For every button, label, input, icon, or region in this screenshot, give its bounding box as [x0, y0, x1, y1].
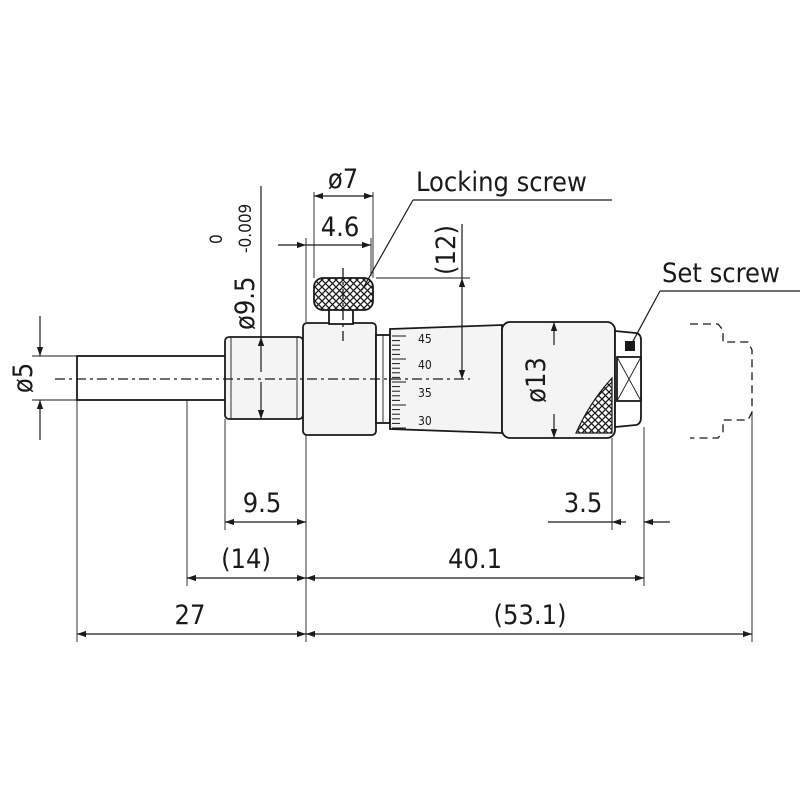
dim-spindle-travel-text: 27 — [175, 600, 206, 631]
dim-lock-width: 4.6 — [278, 212, 372, 322]
scale-number: 35 — [418, 386, 432, 400]
dim-overall-length: (53.1) — [306, 600, 752, 638]
micrometer-head-outline — [76, 277, 753, 439]
dim-stem-diameter: ø9.5 0 -0.009 — [207, 186, 265, 419]
dim-spindle-travel: 27 — [77, 600, 306, 638]
label-locking-screw-text: Locking screw — [416, 167, 587, 198]
dim-spindle-exposed-text: (14) — [221, 544, 271, 575]
dim-lock-height: (12) — [376, 224, 470, 379]
scale-number: 45 — [418, 332, 432, 346]
scale-number: 30 — [418, 414, 432, 428]
sleeve-scale: 45 40 35 30 — [418, 332, 432, 428]
dim-lock-width-text: 4.6 — [321, 212, 360, 243]
label-set-screw-text: Set screw — [662, 258, 780, 289]
dim-stem-tol-lower: -0.009 — [236, 204, 256, 253]
set-screw-hole — [625, 341, 635, 351]
dim-set-screw-offset: 3.5 — [548, 488, 670, 526]
spindle — [76, 355, 228, 401]
thimble-graduations — [392, 335, 406, 429]
dim-body-length: 40.1 — [306, 544, 644, 582]
dim-spindle-diameter-text: ø5 — [8, 363, 39, 393]
dim-stem-tol-upper: 0 — [207, 234, 227, 244]
dim-lock-height-text: (12) — [431, 225, 462, 275]
dim-spindle-exposed: (14) — [187, 544, 306, 582]
dim-stem-length-text: 9.5 — [243, 488, 282, 519]
dim-lock-diameter-text: ø7 — [328, 164, 358, 195]
hidden-outline — [690, 323, 753, 439]
dim-thimble-diameter-text: ø13 — [521, 357, 552, 403]
dim-body-length-text: 40.1 — [448, 544, 502, 575]
scale-number: 40 — [418, 358, 432, 372]
dim-thimble-diameter: ø13 — [521, 322, 558, 438]
dim-spindle-diameter: ø5 — [8, 316, 77, 440]
thimble-knurl — [575, 376, 613, 434]
dim-stem-diameter-text: ø9.5 — [230, 277, 261, 330]
label-set-screw: Set screw — [631, 258, 800, 344]
label-locking-screw: Locking screw — [361, 167, 612, 291]
stem — [224, 336, 304, 420]
dim-set-screw-offset-text: 3.5 — [564, 488, 603, 519]
dim-lock-diameter: ø7 — [313, 164, 374, 278]
dim-overall-length-text: (53.1) — [493, 600, 566, 631]
dim-stem-length: 9.5 — [225, 488, 306, 526]
